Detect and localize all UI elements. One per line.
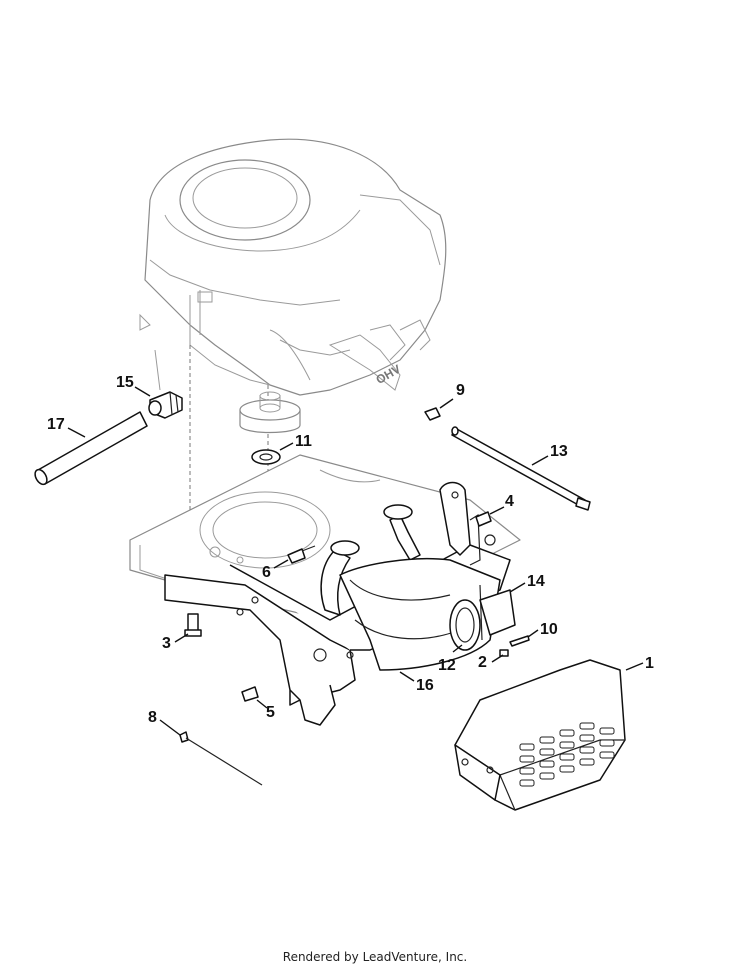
bolt-6 — [287, 545, 316, 564]
leader-17 — [67, 427, 86, 438]
callout-2: 2 — [478, 654, 487, 671]
cap-9 — [424, 407, 441, 421]
leader-5 — [256, 699, 268, 709]
engine-assembly: OHV — [139, 138, 447, 396]
nut-2 — [499, 649, 509, 657]
leader-13 — [531, 455, 549, 466]
muffler-bracket — [439, 481, 481, 566]
leader-3 — [174, 633, 189, 643]
callout-9: 9 — [456, 382, 465, 399]
callout-8: 8 — [148, 709, 157, 726]
callout-14: 14 — [527, 573, 545, 590]
callout-16: 16 — [416, 677, 434, 694]
callout-15: 15 — [116, 374, 134, 391]
callout-12: 12 — [438, 657, 456, 674]
engine-pulley — [239, 391, 301, 434]
callout-6: 6 — [262, 564, 271, 581]
callout-1: 1 — [645, 655, 654, 672]
leader-15 — [134, 386, 151, 397]
callout-3: 3 — [162, 635, 171, 652]
washer-11 — [251, 449, 281, 465]
exhaust-pipes — [320, 504, 421, 616]
leader-12 — [452, 644, 463, 653]
bolt-5 — [241, 686, 259, 702]
leader-14 — [509, 582, 526, 593]
hose-13 — [451, 426, 591, 511]
callout-10: 10 — [540, 621, 558, 638]
leader-4 — [489, 506, 505, 515]
callout-11: 11 — [295, 433, 312, 450]
cable-tie-8 — [179, 731, 263, 786]
leader-1 — [625, 662, 644, 671]
leader-8 — [159, 719, 181, 736]
leader-6 — [273, 559, 289, 569]
footer-credit: Rendered by LeadVenture, Inc. — [282, 950, 468, 964]
muffler-16 — [339, 557, 516, 671]
guard-vent-slots — [519, 722, 615, 787]
bolt-4 — [475, 511, 492, 527]
callout-17: 17 — [47, 416, 65, 433]
leader-16 — [399, 671, 415, 682]
callout-5: 5 — [266, 704, 275, 721]
callout-4: 4 — [505, 493, 514, 510]
screw-10 — [509, 635, 530, 647]
callout-13: 13 — [550, 443, 568, 460]
leader-11 — [279, 442, 294, 451]
leader-10 — [527, 629, 539, 638]
leader-9 — [439, 398, 454, 409]
fitting-15 — [148, 391, 183, 419]
leader-2 — [491, 654, 504, 663]
bolt-3 — [184, 613, 202, 637]
fuel-hose-17 — [34, 411, 148, 486]
muffler-guard-1 — [454, 659, 626, 811]
